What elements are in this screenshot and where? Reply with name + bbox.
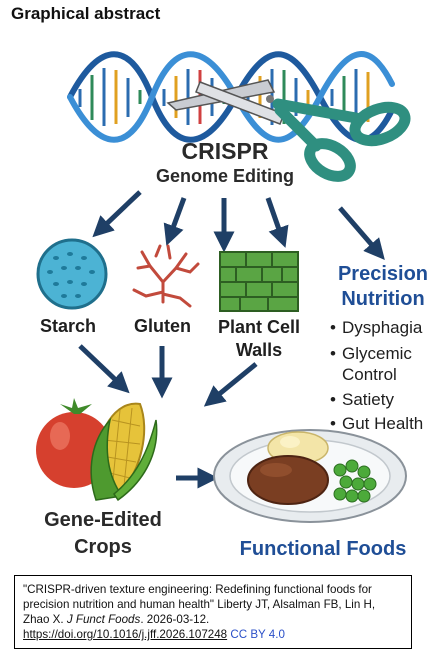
starch-label: Starch [40,316,97,336]
heading: Graphical abstract [11,4,161,23]
cell-walls-label-line1: Plant Cell [217,317,301,337]
bullet-dysphagia: • Dysphagia [330,318,422,338]
cell-walls-label-line2: Walls [235,340,283,360]
doi-link[interactable]: https://doi.org/10.1016/j.jff.2026.10724… [23,628,228,641]
crops-line2: Crops [74,536,132,558]
gluten-label: Gluten [134,316,191,336]
scissors-icon [166,79,411,182]
citation-box: "CRISPR-driven texture engineering: Rede… [14,575,412,649]
bullet-text: Satiety [342,390,394,409]
precision-nutrition-title: Precision Nutrition [328,262,434,312]
bullet-icon: • [330,344,336,363]
bullet-text: Dysphagia [342,318,423,337]
crispr-arrows [92,190,385,260]
bullet-icon: • [330,390,336,409]
bullet-gut-health: • Gut Health [330,414,423,434]
cell-walls-label: Plant Cell Walls [213,316,305,362]
starch-icon [36,238,108,310]
precision-title-line1: Precision [337,263,429,285]
bullet-satiety: • Satiety [330,390,394,410]
license-label[interactable]: CC BY 4.0 [230,628,285,641]
citation-date: . 2026-03-12. [140,613,210,626]
bullet-text: Gut Health [342,414,424,433]
crispr-subtitle: Genome Editing [155,166,294,186]
citation-journal: J Funct Foods [66,613,141,626]
convergence-arrows [78,344,258,489]
gluten-icon [132,244,200,308]
bullet-glycemic-cont: Control [342,365,397,384]
citation-title: "CRISPR-driven texture engineering: Rede… [23,583,372,611]
bullet-icon: • [330,414,336,433]
crispr-title: CRISPR [181,138,269,164]
cell-walls-icon [219,251,299,312]
corn-icon [90,402,158,502]
crops-line1: Gene-Edited [44,509,162,531]
citation-authors: Liberty JT, Alsalman FB, Lin H, Zhao X. [23,598,376,626]
bullet-glycemic: • Glycemic [330,344,412,364]
plate-icon [213,429,407,523]
bullet-text: Glycemic [342,344,412,363]
precision-title-line2: Nutrition [341,288,425,310]
functional-foods-label: Functional Foods [239,538,407,560]
gene-edited-crops-label: Gene-Edited Crops [28,507,178,561]
bullet-icon: • [330,318,336,337]
